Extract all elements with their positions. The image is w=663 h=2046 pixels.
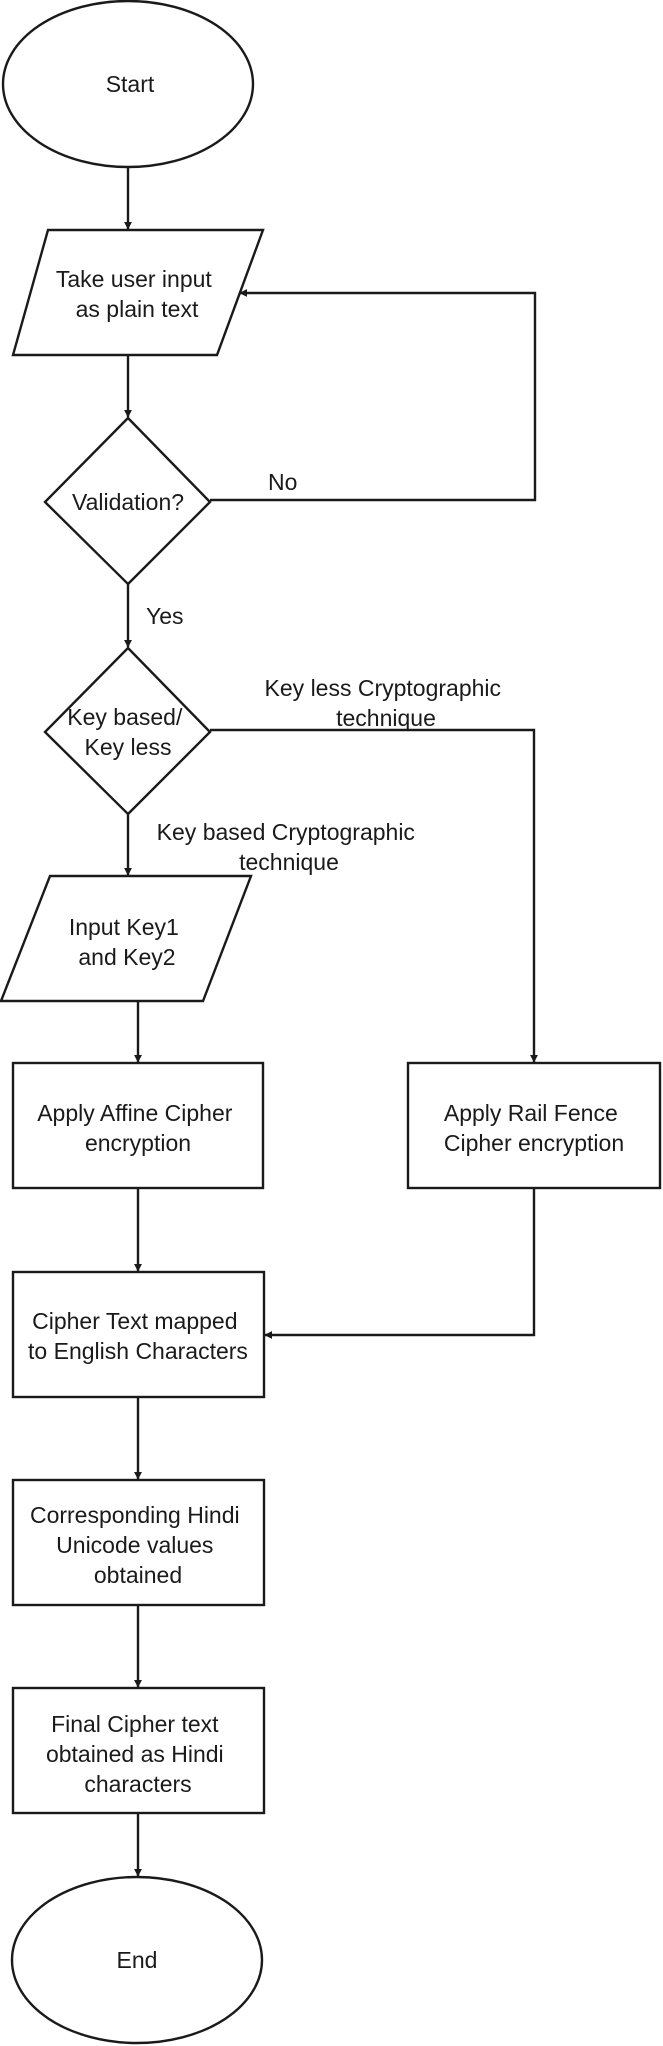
key-input-shape	[0, 874, 253, 1003]
rail-fence-label: Apply Rail Fence Cipher encryption	[444, 1100, 624, 1156]
rail-fence-box	[406, 1061, 662, 1190]
yes-branch-label: Yes	[146, 603, 184, 629]
key-input-label: Input Key1 and Key2	[69, 914, 185, 970]
arrow-rail-fence-to-mapped	[264, 1188, 536, 1339]
keybased-branch-label: Key based Cryptographic technique	[157, 819, 422, 875]
affine-cipher-box	[11, 1061, 265, 1190]
end-terminal	[10, 1875, 264, 2045]
hindi-unicode-box	[11, 1478, 266, 1607]
arrow-keyless-to-rail-fence	[210, 728, 538, 1063]
hindi-unicode-label: Corresponding Hindi Unicode values obtai…	[30, 1502, 246, 1588]
key-decision	[43, 646, 212, 816]
plain-text-input-shape	[11, 228, 265, 357]
no-branch-label: No	[268, 469, 297, 495]
final-cipher-label: Final Cipher text obtained as Hindi char…	[46, 1711, 230, 1797]
end-label: End	[117, 1947, 158, 1973]
validation-label: Validation?	[72, 489, 184, 515]
final-cipher-box	[11, 1686, 266, 1815]
plain-text-input-label: Take user input as plain text	[56, 266, 218, 322]
start-label: Start	[106, 71, 155, 97]
mapped-text-label: Cipher Text mapped to English Characters	[28, 1308, 248, 1364]
key-decision-label: Key based/ Key less	[67, 704, 188, 760]
affine-cipher-label: Apply Affine Cipher encryption	[37, 1100, 239, 1156]
mapped-text-box	[11, 1270, 266, 1399]
arrow-no-loop-back	[210, 289, 537, 502]
keyless-branch-label: Key less Cryptographic technique	[265, 675, 508, 731]
